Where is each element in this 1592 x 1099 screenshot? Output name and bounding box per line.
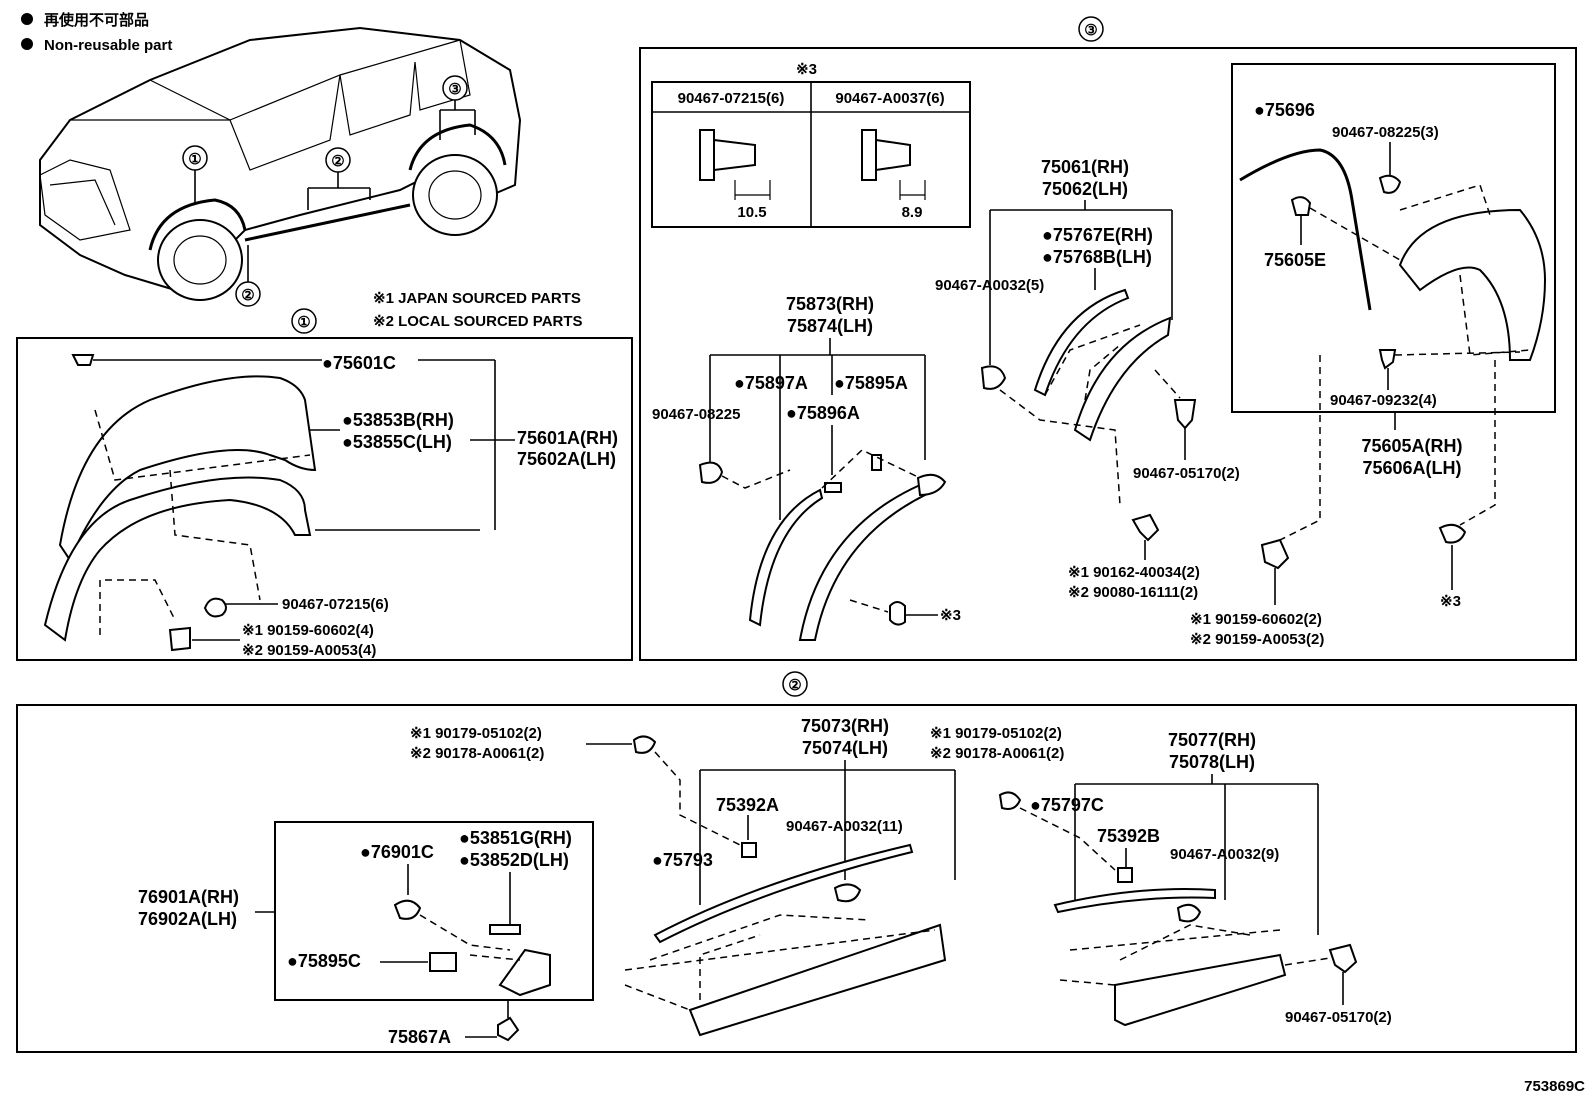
label-90178-A0061-a: ※2 90178-A0061(2) — [410, 745, 544, 762]
group-2-callout: ② — [788, 677, 801, 694]
label-75078: 75078(LH) — [1169, 752, 1255, 772]
label-90159-A0053-g1: ※2 90159-A0053(4) — [242, 642, 376, 659]
label-90467-05170-g2: 90467-05170(2) — [1285, 1009, 1392, 1026]
label-75601A: 75601A(RH) — [517, 428, 618, 448]
legend-jp: 再使用不可部品 — [44, 11, 149, 29]
label-75895C: ●75895C — [287, 951, 361, 971]
group-1-front-fender: ① ●75601C 75601A(RH) 75602A(LH) ●53853B(… — [16, 308, 633, 661]
label-75767E: ●75767E(RH) — [1042, 225, 1153, 245]
label-75073: 75073(RH) — [801, 716, 889, 736]
label-75793: ●75793 — [652, 850, 713, 870]
car-callout-2-side: ② — [331, 153, 344, 170]
label-75605E: 75605E — [1264, 250, 1326, 270]
label-90159-A0053-g3: ※2 90159-A0053(2) — [1190, 631, 1324, 648]
legend-en: Non-reusable part — [44, 37, 172, 54]
label-90467-07215: 90467-07215(6) — [282, 596, 389, 613]
non-reusable-bullet-icon — [21, 13, 33, 25]
group-2-side-moulding: ② ※1 90179-05102(2) ※2 90178-A0061(2) 75… — [16, 671, 1577, 1053]
vehicle-illustration: ① ② ② ③ — [39, 26, 522, 307]
label-75602A: 75602A(LH) — [517, 449, 616, 469]
label-76901A: 76901A(RH) — [138, 887, 239, 907]
label-53853B: ●53853B(RH) — [342, 410, 454, 430]
label-75392A: 75392A — [716, 795, 779, 815]
car-callout-3: ③ — [448, 81, 461, 98]
label-ref3-g3b: ※3 — [1440, 593, 1461, 610]
label-90159-60602-g1: ※1 90159-60602(4) — [242, 622, 374, 639]
label-75797C: ●75797C — [1030, 795, 1104, 815]
label-90467-05170-g3: 90467-05170(2) — [1133, 465, 1240, 482]
label-75873: 75873(RH) — [786, 294, 874, 314]
group-1-callout: ① — [297, 314, 310, 331]
clip-2-dim: 8.9 — [902, 204, 923, 221]
label-90467-08225-3: 90467-08225(3) — [1332, 124, 1439, 141]
label-75062: 75062(LH) — [1042, 179, 1128, 199]
label-90179-05102-b: ※1 90179-05102(2) — [930, 725, 1062, 742]
label-90080-16111: ※2 90080-16111(2) — [1068, 584, 1198, 601]
label-90467-A0032-9: 90467-A0032(9) — [1170, 846, 1279, 863]
label-90162-40034: ※1 90162-40034(2) — [1068, 564, 1200, 581]
car-callout-2-front: ② — [241, 287, 254, 304]
clip-1-dim: 10.5 — [737, 204, 766, 221]
note-local-sourced: ※2 LOCAL SOURCED PARTS — [373, 313, 583, 330]
label-75867A: 75867A — [388, 1027, 451, 1047]
label-76901C: ●76901C — [360, 842, 434, 862]
label-53852D: ●53852D(LH) — [459, 850, 569, 870]
label-90179-05102-a: ※1 90179-05102(2) — [410, 725, 542, 742]
label-90159-60602-g3: ※1 90159-60602(2) — [1190, 611, 1322, 628]
label-75696: ●75696 — [1254, 100, 1315, 120]
car-callout-1: ① — [188, 151, 201, 168]
non-reusable-bullet-icon — [21, 38, 33, 50]
clip-table-note: ※3 — [796, 61, 817, 78]
label-75606A: 75606A(LH) — [1362, 458, 1461, 478]
label-75601C: ●75601C — [322, 353, 396, 373]
label-75897A: ●75897A — [734, 373, 808, 393]
label-75074: 75074(LH) — [802, 738, 888, 758]
label-53851G: ●53851G(RH) — [459, 828, 572, 848]
group-3-callout: ③ — [1084, 22, 1097, 39]
label-75077: 75077(RH) — [1168, 730, 1256, 750]
label-90467-A0032-11: 90467-A0032(11) — [786, 818, 903, 835]
group-3-rear-fender: ③ ※3 90467-07215(6) 90467-A0037(6) 10.5 … — [639, 16, 1577, 661]
label-75895A: ●75895A — [834, 373, 908, 393]
label-76902A: 76902A(LH) — [138, 909, 237, 929]
clip-2-part: 90467-A0037(6) — [835, 90, 944, 107]
legend: 再使用不可部品 Non-reusable part — [21, 11, 172, 54]
diagram-code: 753869C — [1524, 1078, 1585, 1095]
label-90467-A0032-g3: 90467-A0032(5) — [935, 277, 1044, 294]
label-53855C: ●53855C(LH) — [342, 432, 452, 452]
label-75896A: ●75896A — [786, 403, 860, 423]
label-75061: 75061(RH) — [1041, 157, 1129, 177]
label-90467-09232: 90467-09232(4) — [1330, 392, 1437, 409]
label-90178-A0061-b: ※2 90178-A0061(2) — [930, 745, 1064, 762]
clip-1-part: 90467-07215(6) — [678, 90, 785, 107]
label-75768B: ●75768B(LH) — [1042, 247, 1152, 267]
label-75874: 75874(LH) — [787, 316, 873, 336]
label-ref3-g3a: ※3 — [940, 607, 961, 624]
label-75605A: 75605A(RH) — [1361, 436, 1462, 456]
note-japan-sourced: ※1 JAPAN SOURCED PARTS — [373, 290, 581, 307]
label-90467-08225: 90467-08225 — [652, 406, 740, 423]
label-75392B: 75392B — [1097, 826, 1160, 846]
